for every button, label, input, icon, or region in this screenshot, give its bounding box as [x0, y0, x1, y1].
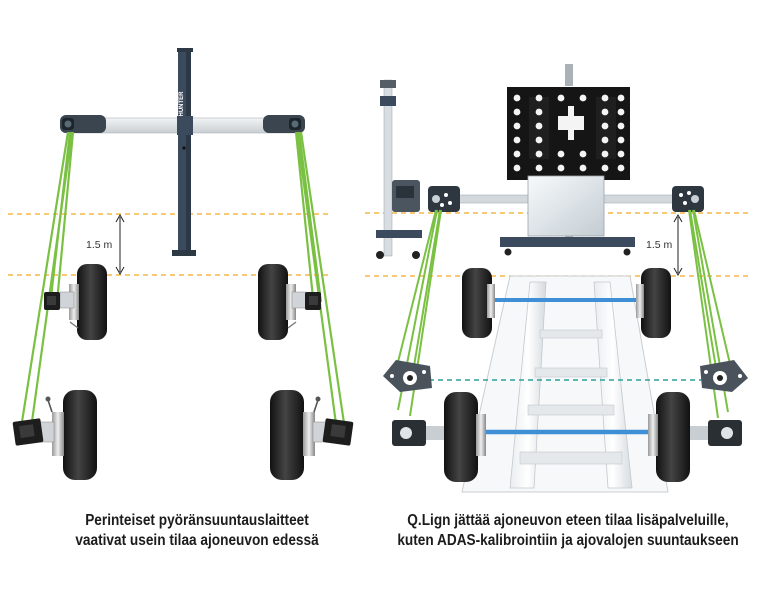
- target-dot: [601, 150, 609, 158]
- target-dot: [513, 164, 521, 172]
- target-dot: [601, 164, 609, 172]
- laser-lines-left: [19, 131, 347, 437]
- qlign-wheel-front-left: [462, 268, 495, 338]
- qlign-target-right: [700, 360, 748, 392]
- qlign-wheel-front-right: [636, 268, 671, 338]
- target-dot: [579, 164, 587, 172]
- traditional-aligner-panel: HUNTER: [8, 48, 354, 480]
- target-dot: [513, 136, 521, 144]
- distance-label-left: 1.5 m: [86, 239, 113, 251]
- wheel-front-right: [258, 264, 321, 340]
- target-dot: [513, 122, 521, 130]
- caption-traditional: Perinteiset pyöränsuuntauslaitteet vaati…: [36, 511, 358, 551]
- target-dot-grid: [513, 94, 625, 172]
- wheel-rear-left: [12, 390, 97, 480]
- target-dot: [513, 150, 521, 158]
- camera-left: [60, 115, 106, 133]
- target-dot: [513, 94, 521, 102]
- caption-left-line-1: Perinteiset pyöränsuuntauslaitteet: [85, 512, 309, 529]
- target-dot: [535, 150, 543, 158]
- wheel-front-left: [44, 264, 107, 340]
- target-dot: [601, 136, 609, 144]
- vehicle-chassis-frame: [461, 275, 669, 493]
- qlign-wheel-rear-left: [392, 392, 486, 482]
- qlign-target-left: [383, 360, 432, 392]
- distance-marker-left: 1.5 m: [86, 213, 125, 276]
- distance-label-right: 1.5 m: [646, 239, 673, 251]
- qlign-wheel-rear-right: [648, 392, 742, 482]
- target-dot: [535, 94, 543, 102]
- target-dot: [557, 150, 565, 158]
- target-dot: [579, 150, 587, 158]
- target-dot: [617, 108, 625, 116]
- distance-marker-right: 1.5 m: [646, 213, 683, 277]
- qlign-camera-left: [428, 186, 460, 212]
- target-dot: [617, 122, 625, 130]
- wheel-rear-right: [270, 390, 354, 480]
- target-dot: [617, 164, 625, 172]
- aligner-tower: HUNTER: [172, 48, 196, 256]
- target-dot: [535, 136, 543, 144]
- target-dot: [557, 94, 565, 102]
- target-dot: [601, 108, 609, 116]
- target-dot: [535, 164, 543, 172]
- caption-qlign: Q.Lign jättää ajoneuvon eteen tilaa lisä…: [388, 511, 749, 551]
- caption-right-line-1: Q.Lign jättää ajoneuvon eteen tilaa lisä…: [407, 512, 729, 529]
- aligner-crossbeam: [71, 116, 299, 135]
- target-dot: [579, 94, 587, 102]
- adas-calibration-screen: [500, 175, 635, 256]
- adas-cabinet-stand: [376, 79, 422, 259]
- caption-left-line-2: vaativat usein tilaa ajoneuvon edessä: [75, 532, 319, 549]
- target-dot: [601, 122, 609, 130]
- target-dot: [617, 150, 625, 158]
- target-dot: [601, 94, 609, 102]
- target-dot: [535, 108, 543, 116]
- target-dot: [617, 136, 625, 144]
- caption-right-line-2: kuten ADAS-kalibrointiin ja ajovalojen s…: [397, 532, 739, 549]
- target-dot: [617, 94, 625, 102]
- tower-brand-logo: HUNTER: [179, 91, 185, 117]
- target-dot: [535, 122, 543, 130]
- camera-right: [263, 115, 305, 133]
- target-dot: [513, 108, 521, 116]
- qlign-camera-right: [672, 186, 704, 212]
- adas-target-board: [507, 64, 630, 180]
- target-dot: [557, 164, 565, 172]
- qlign-aligner-panel: 1.5 m: [365, 64, 750, 493]
